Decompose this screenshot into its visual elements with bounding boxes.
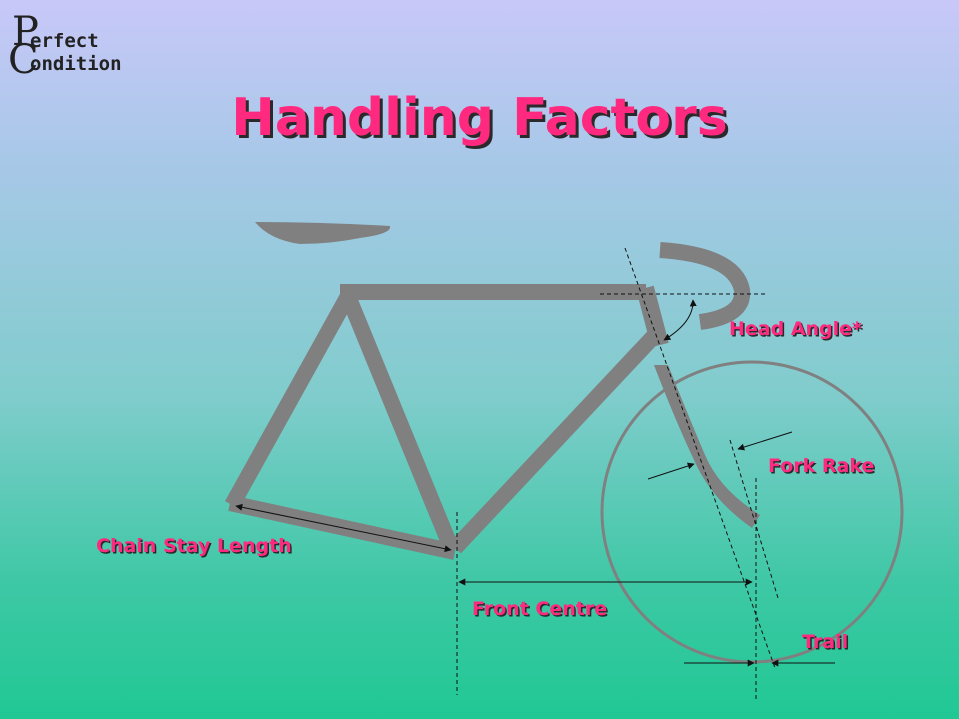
frame — [225, 284, 669, 560]
seat-stay — [225, 292, 355, 509]
logo-letter-p: P — [12, 9, 39, 55]
logo-word-erfect: erfect — [30, 30, 99, 52]
down-tube — [449, 329, 661, 554]
perfect-condition-logo: P erfect C ondition — [8, 10, 138, 80]
chain-stay-arrow — [235, 503, 452, 553]
fork-rake-arrow-right — [737, 431, 793, 451]
logo-word-ondition: ondition — [30, 53, 122, 75]
saddle — [255, 222, 391, 244]
steering-axis-line — [624, 247, 776, 669]
fork-rake-label: Fork Rake — [768, 455, 875, 477]
seat-tube — [340, 292, 460, 554]
handlebar — [659, 242, 751, 330]
chain-stay-length-label: Chain Stay Length — [96, 535, 292, 557]
head-angle-arc — [663, 299, 697, 341]
fork-rake-arrow-left — [647, 462, 695, 480]
fork — [654, 365, 760, 528]
head-angle-label: Head Angle* — [729, 318, 862, 340]
trail-label: Trail — [802, 631, 849, 653]
front-centre-label: Front Centre — [472, 598, 608, 620]
slide-title: Handling Factors — [231, 88, 728, 148]
logo-letter-c: C — [8, 37, 39, 83]
head-tube — [636, 285, 669, 348]
